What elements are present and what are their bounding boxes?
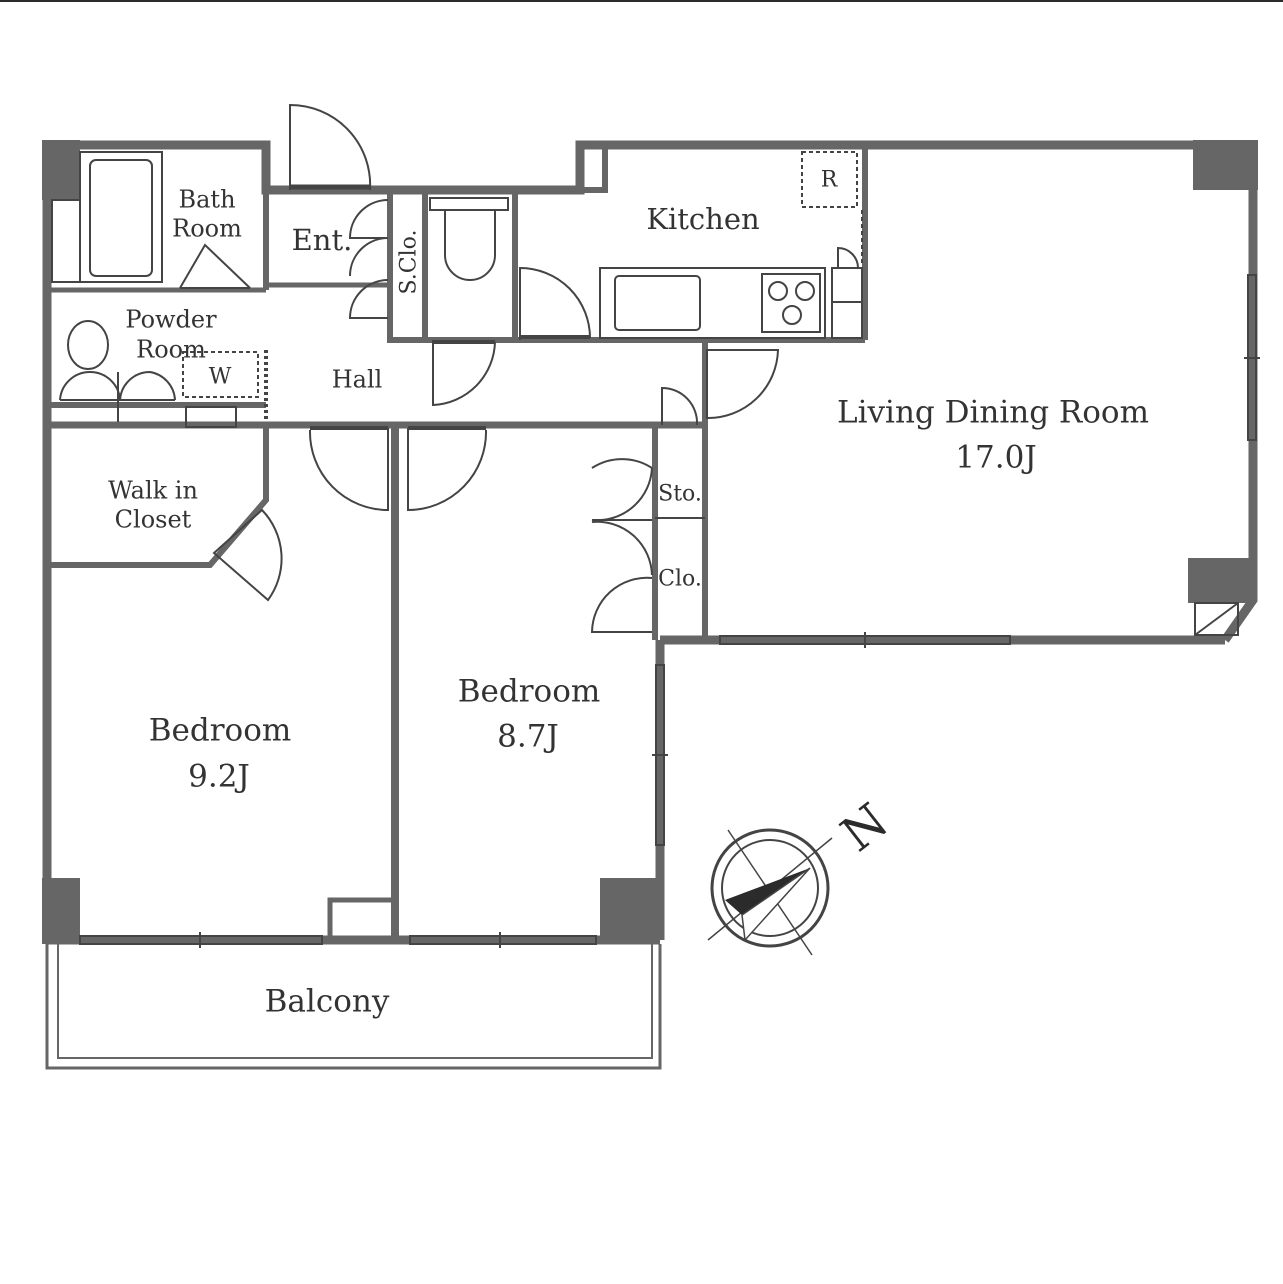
- storage-label: Sto.: [658, 481, 702, 507]
- closet-doors: [590, 458, 653, 633]
- bath-door: [179, 243, 251, 289]
- walk-in-closet-label-line2: Closet: [114, 505, 192, 534]
- walk-in-closet-label-line1: Walk in: [108, 476, 198, 505]
- powder-room-label-line1: Powder: [125, 305, 217, 334]
- shoe-closet-doors: [348, 199, 389, 319]
- living-dining-room-label: Living Dining Room: [837, 394, 1149, 431]
- balcony-label: Balcony: [264, 983, 390, 1020]
- bedroom-1-door: [308, 428, 389, 512]
- storage-door: [661, 386, 699, 426]
- pillar-bottom-mid: [600, 878, 660, 944]
- balcony-outer: [45, 944, 662, 1070]
- wall-shoe-closet: [387, 190, 430, 343]
- bedroom-2-door: [407, 428, 488, 512]
- shoe-closet-label: S.Clo.: [396, 229, 422, 295]
- balcony: [45, 944, 662, 1070]
- bath-room-label-line2: Room: [172, 214, 242, 243]
- wall-pillar-box: [327, 897, 395, 940]
- ldk-corner-diag: [1194, 602, 1239, 636]
- washer-label: W: [208, 364, 232, 390]
- windows: [79, 274, 1260, 948]
- fixtures: [51, 103, 1260, 948]
- burner-2: [795, 281, 815, 301]
- toilet-tank: [429, 197, 509, 211]
- pillar-bottom-left: [42, 878, 80, 944]
- pillar-top-left: [42, 140, 80, 200]
- washbasin: [67, 320, 109, 370]
- ldk-door: [706, 349, 780, 420]
- burner-3: [782, 305, 802, 325]
- window-bedroom-2: [409, 935, 597, 945]
- pillar-top-right: [1193, 140, 1258, 190]
- north-arrow-icon: [707, 828, 833, 956]
- entrance-door: [289, 103, 372, 191]
- bath-shelf: [51, 199, 81, 283]
- hall-door: [432, 340, 496, 407]
- bedroom-1-size: 9.2J: [188, 758, 250, 795]
- bedroom-2-label: Bedroom: [457, 673, 601, 710]
- wic-door: [212, 508, 283, 602]
- refrigerator-space: [801, 151, 858, 208]
- entrance-label: Ent.: [291, 222, 353, 257]
- top-border-line: [0, 0, 1283, 2]
- kitchen-sink: [614, 275, 701, 331]
- bathtub-inner: [89, 159, 153, 277]
- toilet-door: [519, 266, 591, 340]
- balcony-inner: [57, 944, 653, 1059]
- walls: [42, 140, 1258, 945]
- powder-cabinet-doors: [59, 370, 176, 422]
- cooktop: [761, 273, 821, 333]
- ldk-corner-detail: [1194, 602, 1239, 636]
- living-dining-room-size: 17.0J: [955, 439, 1037, 476]
- powder-step: [185, 406, 237, 428]
- powder-room-label-line2: Room: [136, 335, 206, 364]
- pillar-mid-right: [1188, 558, 1253, 603]
- hall-label: Hall: [331, 365, 383, 394]
- bedroom-1-label: Bedroom: [148, 712, 292, 749]
- bathtub: [79, 151, 163, 283]
- bedroom-2-size: 8.7J: [497, 718, 559, 755]
- pillars: [42, 140, 1258, 944]
- kitchen-small-door: [837, 246, 859, 269]
- washer-space: [182, 351, 259, 398]
- toilet-bowl: [444, 209, 496, 281]
- wall-kitchen-step: [580, 142, 608, 193]
- kitchen-label: Kitchen: [646, 201, 760, 236]
- closet-label: Clo.: [658, 566, 702, 592]
- kitchen-counter: [599, 267, 826, 339]
- bath-room-label-line1: Bath: [178, 185, 236, 214]
- wall-toilet-box: [422, 190, 518, 343]
- burner-1: [768, 281, 788, 301]
- refrigerator-label: R: [820, 167, 838, 193]
